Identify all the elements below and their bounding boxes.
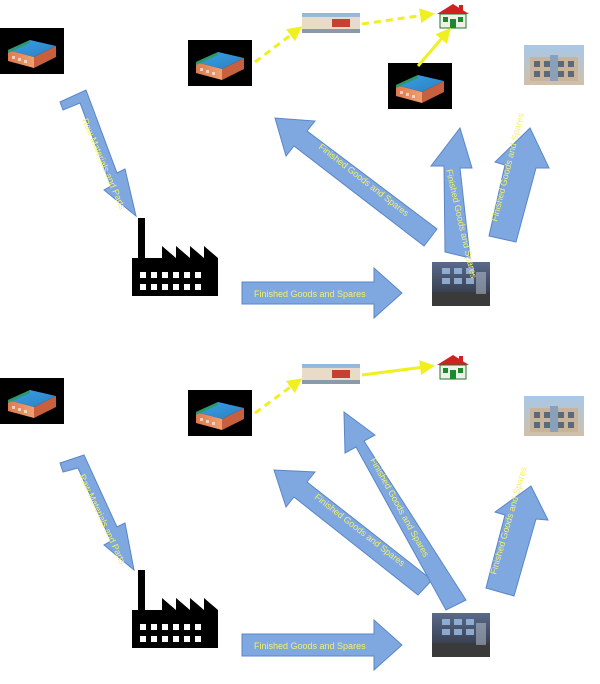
arrow-label-finished-goods: Finished Goods and Spares [317,142,411,219]
house-icon [436,3,470,29]
flow-arrow: Raw Materials and Parts [59,89,137,218]
arrow-label-raw-materials: Raw Materials and Parts [80,117,128,212]
flow-arrow: Finished Goods and Spares [488,111,550,243]
dashed-arrow [361,8,435,26]
retail-store-icon [302,364,360,384]
solid-arrow [416,27,451,67]
top-panel: Raw Materials and Parts Finished Goods a… [0,3,584,320]
flow-arrow: Raw Materials and Parts [59,454,135,572]
house-icon [436,354,470,380]
dashed-arrow [254,26,303,64]
warehouse-icon [0,28,64,74]
flow-arrow: Finished Goods and Spares [274,117,438,247]
dashed-arrow [254,378,303,415]
factory-icon [132,570,218,648]
flow-arrow: Finished Goods and Spares [241,618,403,672]
arrow-label-finished-goods: Finished Goods and Spares [254,641,366,651]
office-building-icon [524,396,584,436]
warehouse-icon [0,378,64,424]
bottom-panel: Raw Materials and Parts Finished Goods a… [0,354,584,672]
flow-arrow: Finished Goods and Spares [429,126,479,280]
warehouse-icon [388,63,452,109]
flow-arrow: Finished Goods and Spares [485,465,549,597]
warehouse-icon [188,40,252,86]
factory-icon [132,218,218,296]
arrow-label-raw-materials: Raw Materials and Parts [77,473,128,567]
solid-arrow [361,360,435,377]
distribution-center-icon [432,262,490,306]
office-building-icon [524,45,584,85]
arrow-label-finished-goods: Finished Goods and Spares [254,289,366,299]
warehouse-icon [188,390,252,436]
distribution-center-icon [432,613,490,657]
flow-arrow: Finished Goods and Spares [241,266,403,320]
retail-store-icon [302,13,360,33]
